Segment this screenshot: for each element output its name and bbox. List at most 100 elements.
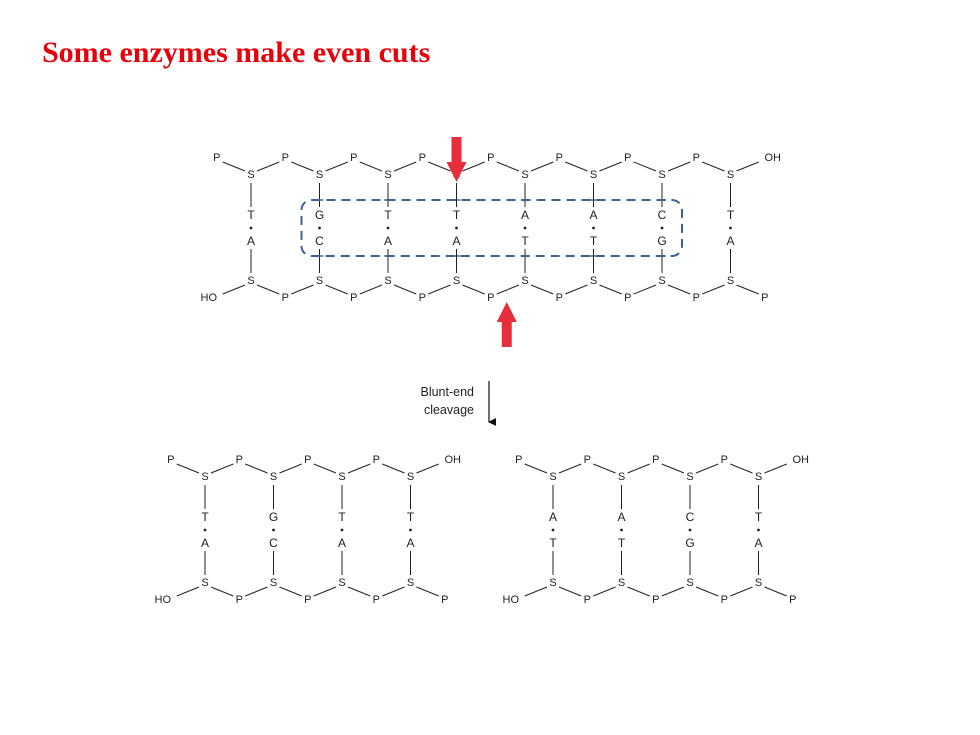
sugar-label: S [270,471,277,483]
backbone-bond [599,284,622,295]
base-top: A [617,510,625,524]
backbone-bond [359,284,383,295]
hydrogen-bond-dot [318,226,321,230]
sugar-label: S [270,577,277,589]
sugar-label: S [618,577,625,589]
base-bottom: T [549,536,557,550]
backbone-bond [496,284,520,295]
base-top: T [384,208,392,222]
phosphate-label: P [350,292,357,304]
sugar-label: S [686,577,693,589]
base-bottom: C [269,536,278,550]
backbone-bond [667,161,691,172]
phosphate-label: P [721,454,728,466]
phosphate-label: P [441,594,448,606]
backbone-bond [382,586,405,597]
base-top: T [338,510,346,524]
sugar-label: S [755,471,762,483]
base-top: T [201,510,209,524]
phosphate-label: P [652,454,659,466]
phosphate-label: P [213,152,220,164]
dna-molecule-original: PSPSPSPSPSPSPSPSOHHOSPSPSPSPSPSPSPSPTAGC… [201,152,782,304]
base-bottom: A [754,536,762,550]
base-bottom: T [521,234,529,248]
hydroxyl-label: HO [155,594,172,606]
phosphate-label: P [419,152,426,164]
backbone-bond [702,161,725,172]
recognition-site-box [300,199,683,257]
phosphate-label: P [304,454,311,466]
backbone-bond [524,586,548,597]
backbone-bond [633,161,657,172]
backbone-bond [313,586,337,597]
hydrogen-bond-dot [620,528,623,532]
phosphate-label: P [487,292,494,304]
backbone-bond [279,586,302,597]
backbone-bond [702,284,725,295]
phosphate-label: P [282,152,289,164]
base-bottom: T [590,234,598,248]
backbone-bond [325,284,348,295]
backbone-bond [524,463,548,474]
backbone-bond [393,284,417,295]
hydroxyl-label: HO [503,594,520,606]
sugar-label: S [453,275,460,287]
base-top: T [727,208,735,222]
backbone-bond [764,586,787,597]
sugar-label: S [201,577,208,589]
phosphate-label: P [584,454,591,466]
hydrogen-bond-dot [688,528,692,532]
sugar-label: S [316,169,323,181]
phosphate-label: P [373,594,380,606]
backbone-bond [730,586,753,597]
phosphate-label: P [167,454,174,466]
base-top: C [658,208,667,222]
backbone-bond [291,161,314,172]
sugar-label: S [407,577,414,589]
sugar-label: S [384,275,391,287]
phosphate-label: P [556,152,563,164]
base-top: A [549,510,557,524]
sugar-label: S [590,275,597,287]
base-bottom: A [338,536,346,550]
backbone-bond [530,284,554,295]
backbone-bond [393,161,417,172]
phosphate-label: P [350,152,357,164]
backbone-bond [347,463,371,474]
base-top: T [407,510,415,524]
phosphate-label: P [487,152,494,164]
hydrogen-bond-dot [203,528,207,532]
sugar-label: S [590,169,597,181]
cut-arrow-bottom [496,302,517,347]
hydroxyl-label: OH [765,152,782,164]
phosphate-label: P [304,594,311,606]
sugar-label: S [658,169,665,181]
phosphate-label: P [373,454,380,466]
hydrogen-bond-dot [551,528,555,532]
backbone-bond [695,463,719,474]
sugar-label: S [549,577,556,589]
backbone-bond [176,463,200,474]
phosphate-label: P [515,454,522,466]
backbone-bond [730,463,753,474]
sugar-label: S [658,275,665,287]
step-label-line-2: cleavage [424,403,474,417]
backbone-bond [667,284,691,295]
backbone-bond [530,161,554,172]
phosphate-label: P [282,292,289,304]
backbone-bond [222,161,246,172]
backbone-bond [428,161,451,172]
phosphate-label: P [419,292,426,304]
backbone-bond [256,161,280,172]
backbone-bond [558,463,582,474]
phosphate-label: P [624,152,631,164]
base-bottom: A [384,234,392,248]
base-bottom: A [406,536,414,550]
sugar-label: S [338,577,345,589]
backbone-bond [695,586,719,597]
base-top: T [247,208,255,222]
backbone-bond [462,284,485,295]
phosphate-label: P [652,594,659,606]
phosphate-label: P [236,454,243,466]
